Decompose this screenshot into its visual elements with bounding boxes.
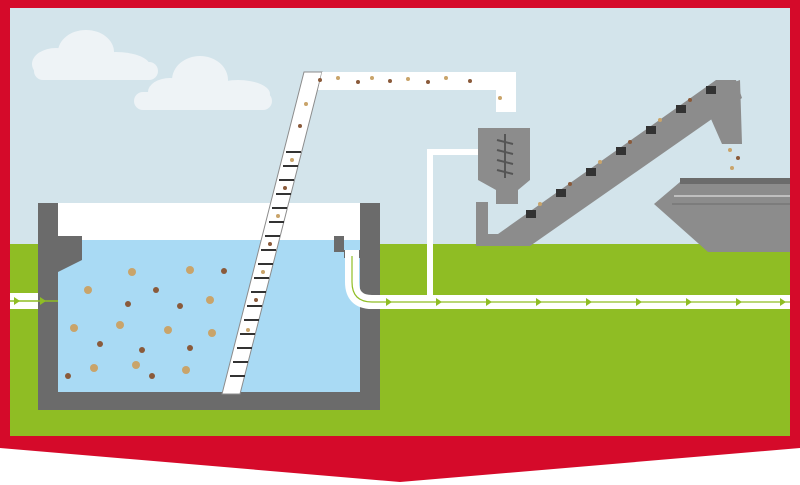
return-pipe [427,149,478,296]
cloud-icon [134,56,272,110]
arrow-right-icon [14,297,46,305]
inclined-conveyor [221,71,516,395]
outlet-pipe [345,250,790,309]
grit-container [654,178,790,252]
classifier-hopper [478,128,530,204]
screw-classifier [476,80,742,246]
grit-chamber [38,203,380,410]
grit-particles [65,266,227,379]
arrow-right-icon [386,298,786,306]
classified-grit [538,98,740,206]
inlet-pipe [10,293,58,309]
cloud-icon [32,30,158,80]
conveyed-grit [246,76,502,332]
water [58,240,360,392]
